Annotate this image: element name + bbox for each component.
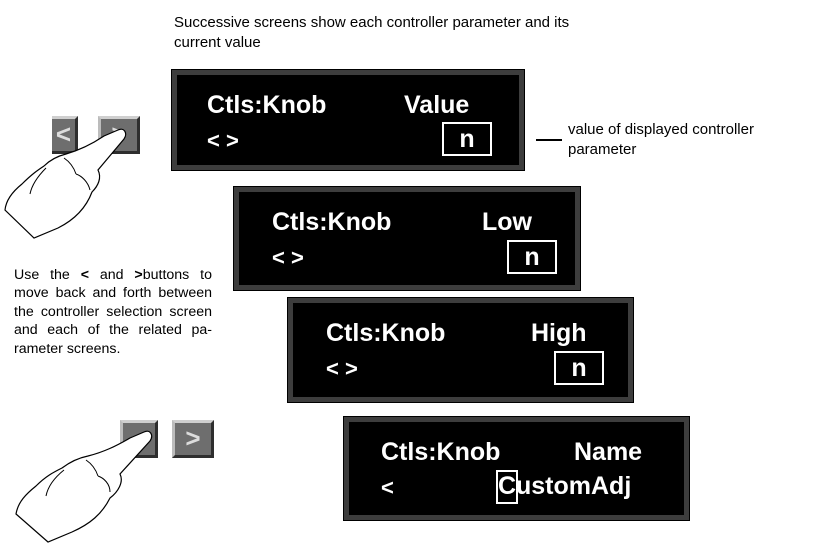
screen-nav-arrows: < > [207,128,239,153]
screen-param-label: Name [574,438,643,466]
name-cursor-box [496,470,518,504]
instruction-text-rest: buttons to move back and forth between t… [14,267,212,357]
hand-pointer-icon [15,430,153,543]
left-arrow-button-top[interactable]: < [52,116,78,154]
lcd-screen-high: Ctls:Knob High < > n [288,298,633,402]
value-box: n [507,240,557,274]
gt-symbol: > [134,267,143,283]
right-arrow-button-bottom[interactable]: > [172,420,214,458]
screen-title: Ctls:Knob [381,438,501,466]
instruction-text: Use the < and >buttons to move back and … [14,266,212,358]
name-first-char: C [498,472,517,500]
value-box: n [442,122,492,156]
screen-param-label: Value [404,91,470,119]
value-box: n [554,351,604,385]
instruction-text-and: and [99,267,124,283]
screen-title: Ctls:Knob [207,91,327,119]
screen-title: Ctls:Knob [326,319,446,347]
leader-line [536,139,562,141]
screen-nav-arrows: < > [272,245,304,270]
top-caption: Successive screens show each controller … [174,14,570,51]
screen-nav-arrows: < [381,475,394,500]
instruction-text-start: Use the [14,267,70,283]
lcd-screen-name: Ctls:Knob Name < C ustomAdj [344,417,689,520]
screen-param-label: Low [482,208,532,236]
lcd-screen-low: Ctls:Knob Low < > n [234,187,580,290]
screen-nav-arrows: < > [326,356,358,381]
value-caption: value of displayed controller parameter [568,121,754,158]
lt-symbol: < [80,267,89,283]
screen-param-label: High [531,319,587,347]
name-rest: ustomAdj [516,472,632,500]
lcd-screen-value: Ctls:Knob Value < > n [172,70,524,170]
screen-title: Ctls:Knob [272,208,392,236]
hand-pointer-icon [4,128,127,239]
